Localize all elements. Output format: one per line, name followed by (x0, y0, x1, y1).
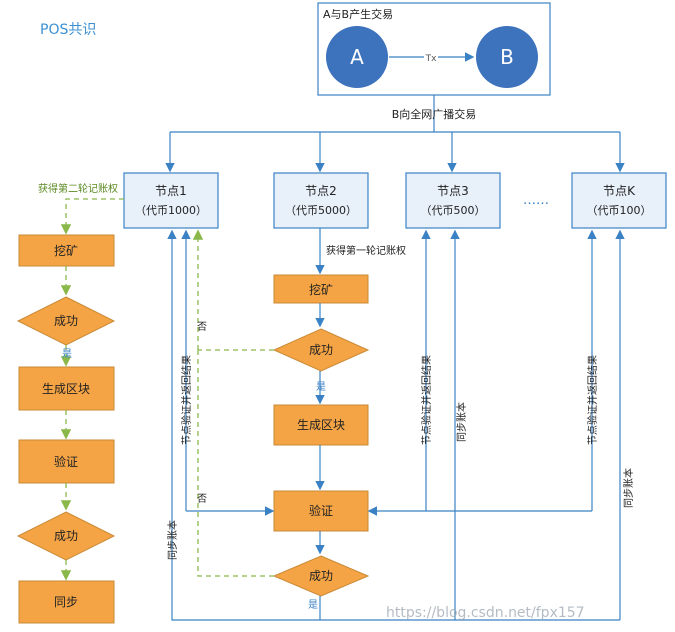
nodek-sync-label: 同步账本 (622, 468, 635, 508)
node-3-name: 节点3 (437, 184, 469, 198)
node-1-coin: （代币1000） (135, 204, 207, 217)
middle-no-label-2: 否 (197, 493, 207, 505)
node-k-name: 节点K (603, 184, 636, 198)
node-a-label: A (350, 45, 364, 69)
middle-success-label-2: 成功 (309, 569, 333, 583)
left-flow-rights-label: 获得第二轮记账权 (38, 182, 118, 195)
no-loop-2 (197, 350, 274, 577)
left-sync-label: 同步 (54, 595, 78, 609)
node-box-3: 节点3 （代币500） (405, 172, 501, 229)
node-box-2: 节点2 （代币5000） (273, 172, 369, 229)
middle-mine-box (273, 274, 369, 304)
left-verify-box (18, 439, 115, 484)
node-3-coin: （代币500） (421, 204, 486, 217)
node-2-coin: （代币5000） (285, 204, 357, 217)
ellipsis: …… (523, 193, 549, 208)
node-box-k: 节点K （代币100） (571, 172, 667, 229)
left-sync-box (18, 580, 115, 624)
left-generate-block-box (18, 366, 115, 411)
middle-verify-box (273, 490, 369, 532)
watermark-text: https://blog.csdn.net/fpx157 (386, 605, 585, 621)
node1-sync-line (167, 229, 320, 621)
left-generate-block-label: 生成区块 (42, 382, 90, 396)
left-verify-label: 验证 (54, 454, 78, 469)
middle-mine-label: 挖矿 (309, 282, 333, 297)
node-b-label: B (500, 45, 514, 69)
left-yes-label: 是 (62, 348, 72, 360)
tx-label-bg (424, 52, 438, 62)
middle-success-diamond-2 (272, 555, 370, 597)
node3-verify-return-label: 节点验证并返回结果 (420, 355, 433, 445)
left-success-label-1: 成功 (54, 314, 78, 328)
broadcast-label: B向全网广播交易 (392, 107, 477, 121)
nodek-verify-return-label: 节点验证并返回结果 (586, 355, 599, 445)
node-2-name: 节点2 (305, 184, 337, 198)
middle-verify-label: 验证 (309, 503, 333, 518)
middle-generate-block-label: 生成区块 (297, 418, 345, 432)
node3-sync-label: 同步账本 (455, 402, 468, 442)
transaction-box-label: A与B产生交易 (323, 7, 393, 21)
middle-generate-block-box (273, 404, 369, 446)
middle-success-diamond-1 (272, 328, 370, 372)
node1-verify-return-label: 节点验证并返回结果 (180, 355, 193, 445)
left-mine-box (18, 234, 115, 267)
node-a-circle (326, 26, 388, 88)
left-mine-label: 挖矿 (54, 243, 78, 258)
node1-sync-label: 同步账本 (166, 520, 179, 560)
middle-no-label-1: 否 (197, 321, 207, 333)
diagram-title: POS共识 (40, 22, 96, 38)
left-success-label-2: 成功 (54, 529, 78, 543)
middle-success-label-1: 成功 (309, 343, 333, 357)
node-box-1: 节点1 （代币1000） (123, 172, 219, 229)
middle-flow-rights-label: 获得第一轮记账权 (326, 244, 406, 257)
node-1-name: 节点1 (155, 184, 187, 198)
middle-yes-label-1: 是 (316, 381, 326, 393)
tx-label: Tx (425, 54, 437, 64)
node-k-coin: （代币100） (587, 204, 652, 217)
middle-yes-label-2: 是 (308, 599, 318, 611)
node-b-circle (476, 26, 538, 88)
left-flow-entry (60, 198, 124, 235)
